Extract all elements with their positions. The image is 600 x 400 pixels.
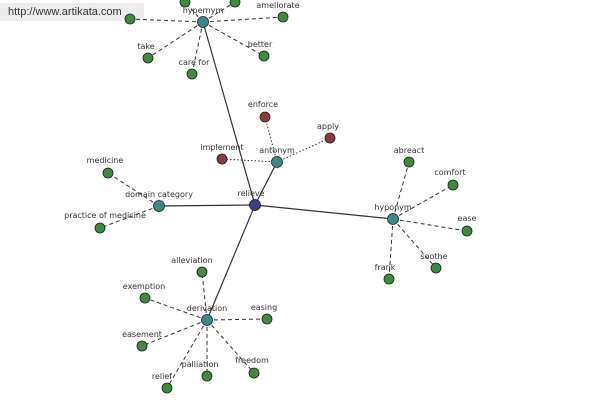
edge-antonym-leaf-0	[264, 116, 278, 163]
nodes-layer	[94, 0, 473, 394]
edge-hypernym-leaf-2	[202, 1, 236, 23]
labels-layer: ameliorate take care for better hypernym enfo…	[64, 1, 476, 381]
hub-label-derivation[interactable]: derivation	[187, 304, 227, 313]
edge-antonym-leaf-1	[276, 137, 331, 163]
edge-derivation-leaf-0	[201, 271, 208, 321]
leaf-node-antonym-2[interactable]	[216, 153, 228, 165]
leaf-node-hypernym-1[interactable]	[179, 0, 191, 8]
leaf-label-hyponym-4[interactable]: frank	[375, 263, 396, 272]
edge-center-antonym	[254, 161, 278, 206]
edge-derivation-leaf-1	[144, 297, 208, 321]
hub-label-hypernym[interactable]: hypernym	[183, 6, 224, 15]
leaf-node-hypernym-2[interactable]	[229, 0, 241, 8]
leaf-node-derivation-5[interactable]	[201, 370, 213, 382]
edge-center-hyponym	[254, 204, 394, 220]
edge-center-hypernym	[202, 21, 256, 206]
leaf-node-hypernym-4[interactable]	[142, 52, 154, 64]
hub-node-domain-category[interactable]	[153, 200, 165, 212]
hub-node-hypernym[interactable]	[197, 16, 209, 28]
edge-hyponym-leaf-3	[392, 218, 437, 269]
edge-domain-category-leaf-0	[107, 172, 160, 207]
leaf-node-hyponym-1[interactable]	[447, 179, 459, 191]
leaf-node-hypernym-5[interactable]	[186, 68, 198, 80]
leaf-label-derivation-6[interactable]: freedom	[235, 356, 269, 365]
leaf-node-hyponym-4[interactable]	[383, 273, 395, 285]
leaf-label-hypernym-4[interactable]: take	[137, 42, 154, 51]
leaf-node-hyponym-3[interactable]	[430, 262, 442, 274]
edge-derivation-leaf-4	[166, 319, 208, 389]
edge-domain-category-leaf-1	[99, 205, 160, 229]
edge-hyponym-leaf-1	[392, 184, 454, 220]
leaf-label-antonym-2[interactable]: implement	[200, 143, 243, 152]
edge-center-derivation	[206, 204, 256, 321]
edge-derivation-leaf-6	[206, 319, 255, 374]
leaf-label-derivation-3[interactable]: easement	[122, 330, 162, 339]
edge-hypernym-leaf-0	[129, 18, 204, 23]
edge-antonym-leaf-2	[221, 158, 278, 163]
leaf-node-derivation-2[interactable]	[261, 313, 273, 325]
hub-node-derivation[interactable]	[201, 314, 213, 326]
leaf-label-hyponym-1[interactable]: comfort	[434, 168, 465, 177]
leaf-node-derivation-0[interactable]	[196, 266, 208, 278]
edge-derivation-leaf-2	[206, 318, 268, 321]
edges-layer	[99, 1, 468, 389]
leaf-label-domain-category-1[interactable]: practice of medicine	[64, 211, 146, 220]
source-url-banner[interactable]: http://www.artikata.com	[0, 3, 144, 21]
leaf-node-hypernym-3[interactable]	[277, 11, 289, 23]
leaf-label-derivation-2[interactable]: easing	[251, 303, 277, 312]
edge-center-domain-category	[158, 204, 256, 207]
center-node[interactable]	[249, 199, 261, 211]
leaf-label-derivation-1[interactable]: exemption	[123, 282, 165, 291]
leaf-node-derivation-6[interactable]	[248, 367, 260, 379]
edge-hyponym-leaf-0	[392, 161, 410, 220]
leaf-node-derivation-1[interactable]	[139, 292, 151, 304]
leaf-label-domain-category-0[interactable]: medicine	[87, 156, 124, 165]
leaf-label-derivation-5[interactable]: palliation	[182, 360, 219, 369]
hub-label-antonym[interactable]: antonym	[259, 146, 295, 155]
leaf-label-antonym-0[interactable]: enforce	[248, 100, 278, 109]
center-label[interactable]: relieve	[237, 189, 264, 198]
leaf-node-antonym-1[interactable]	[324, 132, 336, 144]
leaf-label-hyponym-0[interactable]: abreact	[394, 146, 424, 155]
leaf-node-antonym-0[interactable]	[259, 111, 271, 123]
leaf-node-hypernym-6[interactable]	[258, 50, 270, 62]
leaf-label-hypernym-5[interactable]: care for	[179, 58, 211, 67]
leaf-label-hyponym-3[interactable]: soothe	[420, 252, 447, 261]
edge-hypernym-leaf-6	[202, 21, 265, 57]
leaf-node-hyponym-0[interactable]	[403, 156, 415, 168]
leaf-node-domain-category-0[interactable]	[102, 167, 114, 179]
hub-label-domain-category[interactable]: domain category	[125, 190, 193, 199]
leaf-label-hypernym-3[interactable]: ameliorate	[256, 1, 299, 10]
hub-label-hyponym[interactable]: hyponym	[374, 203, 412, 212]
leaf-label-hypernym-6[interactable]: better	[248, 40, 273, 49]
edge-hyponym-leaf-2	[392, 218, 468, 232]
leaf-label-derivation-0[interactable]: alleviation	[171, 256, 212, 265]
leaf-node-domain-category-1[interactable]	[94, 222, 106, 234]
edge-hyponym-leaf-4	[388, 218, 394, 280]
edge-hypernym-leaf-4	[147, 21, 204, 59]
leaf-label-antonym-1[interactable]: apply	[317, 122, 339, 131]
edge-derivation-leaf-3	[141, 319, 208, 347]
leaf-node-hypernym-0[interactable]	[124, 13, 136, 25]
edge-hypernym-leaf-3	[202, 16, 284, 23]
leaf-label-hyponym-2[interactable]: ease	[458, 214, 477, 223]
leaf-label-derivation-4[interactable]: relief	[152, 372, 172, 381]
hub-node-antonym[interactable]	[271, 156, 283, 168]
leaf-node-hyponym-2[interactable]	[461, 225, 473, 237]
edge-hypernym-leaf-5	[191, 21, 204, 75]
hub-node-hyponym[interactable]	[387, 213, 399, 225]
leaf-node-derivation-4[interactable]	[161, 382, 173, 394]
leaf-node-derivation-3[interactable]	[136, 340, 148, 352]
